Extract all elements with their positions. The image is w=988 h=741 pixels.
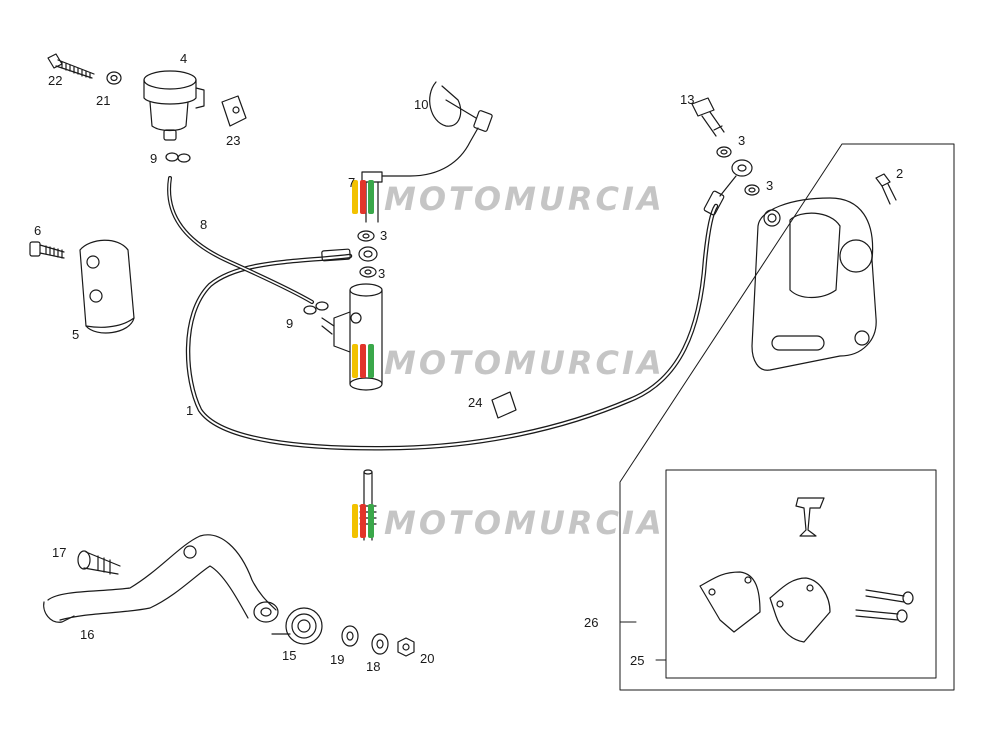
callout-15: 15	[282, 648, 297, 663]
callout-10: 10	[414, 97, 429, 112]
washer-21	[106, 71, 122, 85]
brake-fluid-reservoir	[143, 70, 205, 141]
brake-pad-right	[769, 577, 831, 643]
callout-3c: 3	[738, 133, 746, 148]
callout-25: 25	[630, 653, 645, 668]
brake-pad-left	[699, 571, 761, 633]
guard-cover-5	[79, 239, 135, 334]
callout-23: 23	[226, 133, 241, 148]
watermark-logo	[352, 344, 378, 378]
banjo-fitting	[358, 246, 378, 262]
washer-18	[371, 633, 389, 655]
callout-22: 22	[48, 73, 63, 88]
watermark-logo	[352, 180, 378, 214]
clip-23	[221, 95, 247, 127]
bolt-17	[77, 550, 121, 575]
callout-20: 20	[420, 651, 435, 666]
callout-1: 1	[186, 403, 194, 418]
brake-light-switch	[361, 110, 493, 223]
callout-19: 19	[330, 652, 345, 667]
callout-3d: 3	[766, 178, 774, 193]
bolt-6	[29, 241, 65, 259]
pad-pin-upper	[865, 589, 914, 605]
callout-3b: 3	[378, 266, 386, 281]
callout-24: 24	[468, 395, 483, 410]
cable-tie-10	[429, 81, 477, 127]
callout-3a: 3	[380, 228, 388, 243]
watermark-logo	[352, 504, 378, 538]
callout-17: 17	[52, 545, 67, 560]
caliper-kit-frame-26	[619, 143, 955, 691]
pad-spring	[795, 497, 825, 537]
callout-9b: 9	[286, 316, 294, 331]
callout-8: 8	[200, 217, 208, 232]
washer-19	[341, 625, 359, 647]
callout-13: 13	[680, 92, 695, 107]
brake-caliper	[751, 197, 877, 371]
callout-21: 21	[96, 93, 111, 108]
callout-9a: 9	[150, 151, 158, 166]
callout-2: 2	[896, 166, 904, 181]
rear-master-cylinder	[321, 283, 383, 391]
washer-3b	[359, 266, 377, 278]
callout-26: 26	[584, 615, 599, 630]
reservoir-hose	[167, 176, 314, 304]
banjo-fitting-caliper	[719, 159, 753, 197]
bleeder-valve-2	[875, 173, 897, 205]
callout-4: 4	[180, 51, 188, 66]
washer-3d	[744, 184, 760, 196]
watermark-text: MOTOMURCIA	[384, 180, 665, 218]
clip-24	[491, 391, 517, 419]
watermark-text: MOTOMURCIA	[384, 344, 665, 382]
washer-3c	[716, 146, 732, 158]
nut-20	[397, 637, 415, 657]
callout-6: 6	[34, 223, 42, 238]
callout-18: 18	[366, 659, 381, 674]
callout-16: 16	[80, 627, 95, 642]
brake-pedal	[43, 534, 279, 623]
watermark-text: MOTOMURCIA	[384, 504, 665, 542]
hose-clamp-9b	[303, 301, 329, 315]
callout-7: 7	[348, 175, 356, 190]
pad-pin-lower	[855, 609, 908, 623]
bolt-22	[47, 53, 95, 79]
washer-3a	[357, 230, 375, 242]
pad-kit-frame-25	[665, 469, 937, 679]
bolt-13	[691, 97, 725, 137]
callout-5: 5	[72, 327, 80, 342]
hose-clamp-9a	[165, 152, 191, 163]
brake-hose-main	[185, 190, 725, 451]
return-spring-15	[271, 607, 323, 645]
